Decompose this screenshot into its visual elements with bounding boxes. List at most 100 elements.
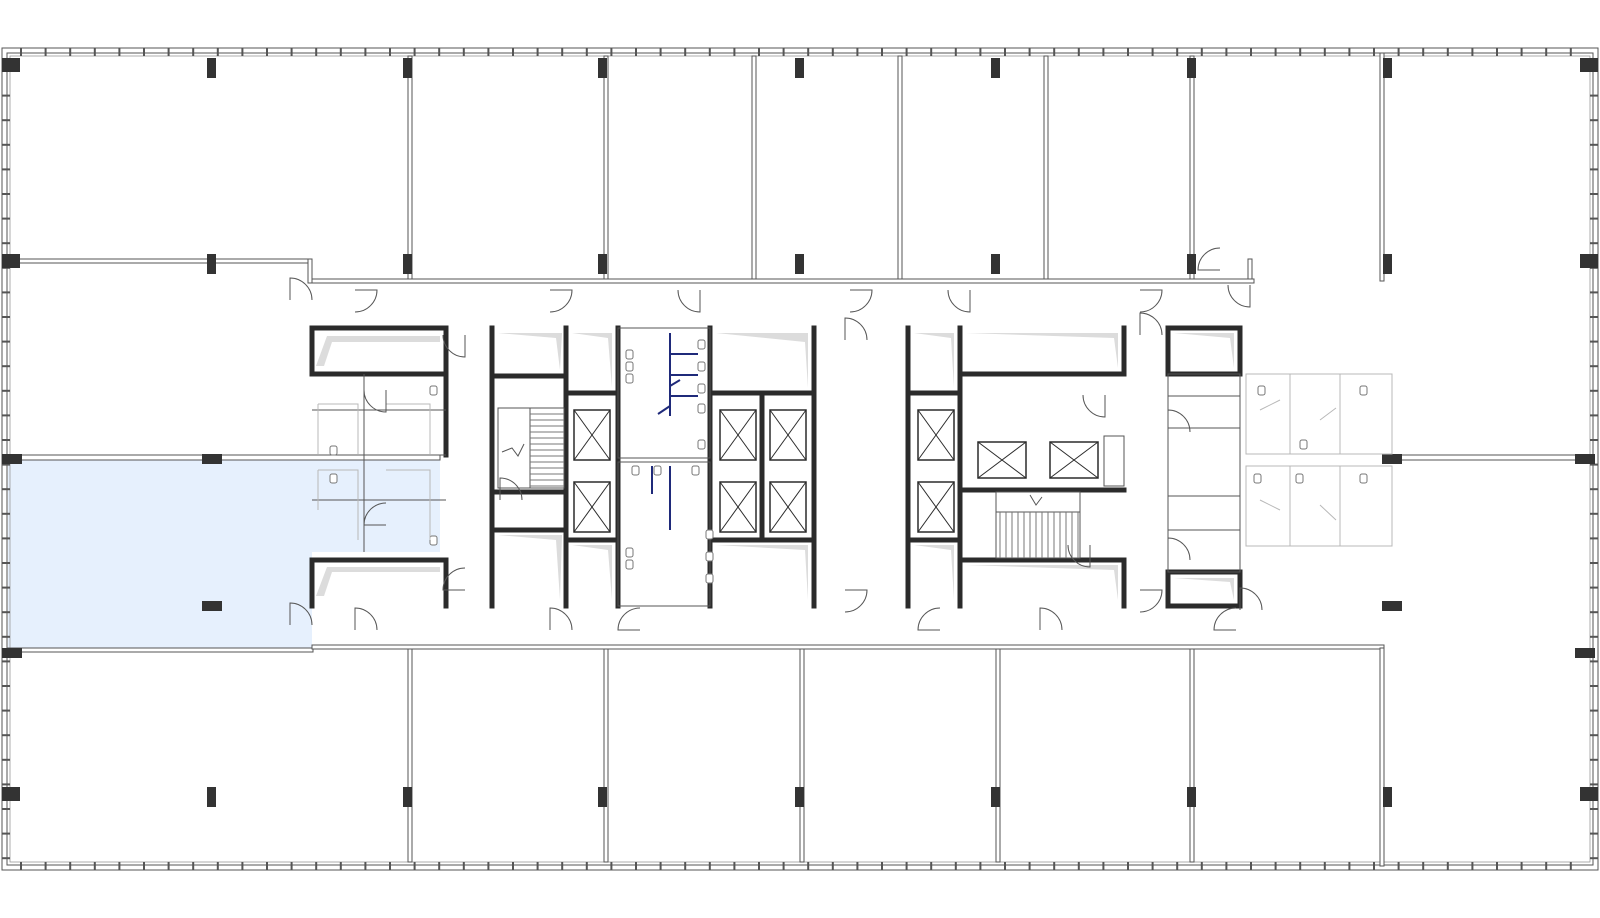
window-mullion bbox=[1028, 862, 1031, 870]
structural-column bbox=[1575, 648, 1595, 658]
toilet-fixture-icon bbox=[625, 373, 634, 384]
structural-column bbox=[795, 787, 804, 807]
structural-column bbox=[2, 787, 20, 801]
window-mullion bbox=[2, 193, 10, 195]
window-mullion bbox=[2, 389, 10, 392]
window-mullion bbox=[1590, 488, 1598, 491]
window-mullion bbox=[462, 48, 465, 56]
structural-column bbox=[1383, 254, 1392, 274]
structural-column bbox=[202, 454, 222, 464]
window-mullion bbox=[2, 463, 10, 466]
window-mullion bbox=[69, 862, 72, 870]
window-mullion bbox=[1127, 48, 1129, 56]
window-mullion bbox=[1590, 389, 1598, 392]
window-mullion bbox=[1151, 862, 1154, 870]
window-mullion bbox=[389, 48, 391, 56]
stair-treads-icon bbox=[995, 491, 1081, 559]
toilet-fixture-icon bbox=[625, 361, 634, 372]
window-mullion bbox=[2, 242, 10, 245]
window-mullion bbox=[635, 48, 637, 56]
door-swing-icon bbox=[1139, 289, 1163, 313]
window-mullion bbox=[241, 862, 244, 870]
window-mullion bbox=[954, 48, 957, 56]
window-mullion bbox=[512, 862, 514, 870]
window-mullion bbox=[1496, 862, 1498, 870]
window-mullion bbox=[1471, 48, 1474, 56]
window-mullion bbox=[1077, 48, 1080, 56]
window-mullion bbox=[290, 48, 293, 56]
window-mullion bbox=[487, 862, 490, 870]
window-mullion bbox=[856, 48, 859, 56]
window-mullion bbox=[807, 48, 810, 56]
window-mullion bbox=[1590, 660, 1598, 663]
window-mullion bbox=[1590, 512, 1598, 515]
toilet-fixture-icon bbox=[1359, 473, 1368, 484]
door-swing-icon bbox=[1139, 312, 1163, 336]
door-swing-icon bbox=[1227, 284, 1251, 308]
window-mullion bbox=[1590, 758, 1598, 761]
structural-column bbox=[403, 254, 412, 274]
window-mullion bbox=[1323, 862, 1326, 870]
structural-column bbox=[598, 254, 607, 274]
window-mullion bbox=[1151, 48, 1154, 56]
window-mullion bbox=[216, 48, 219, 56]
window-mullion bbox=[2, 562, 10, 564]
window-mullion bbox=[1590, 193, 1598, 195]
structural-column bbox=[403, 787, 412, 807]
window-mullion bbox=[1225, 48, 1228, 56]
structural-column bbox=[207, 787, 216, 807]
window-mullion bbox=[2, 611, 10, 614]
window-mullion bbox=[2, 685, 10, 687]
window-mullion bbox=[241, 48, 244, 56]
window-mullion bbox=[1446, 48, 1449, 56]
highlighted-office-unit[interactable] bbox=[8, 455, 440, 648]
elevator-cross-box-icons bbox=[573, 409, 1099, 533]
window-mullion bbox=[487, 48, 490, 56]
structural-column bbox=[1580, 787, 1598, 801]
office-partition bbox=[1189, 648, 1195, 863]
window-mullion bbox=[2, 635, 10, 638]
window-mullion bbox=[1590, 291, 1598, 294]
window-mullion bbox=[1590, 463, 1598, 466]
bottom-office-partitions bbox=[407, 648, 1195, 863]
window-mullion bbox=[1397, 862, 1400, 870]
elevator-cross-box-icon bbox=[917, 481, 955, 533]
door-swing-icon bbox=[1039, 607, 1063, 631]
window-mullion bbox=[1323, 48, 1326, 56]
window-mullion bbox=[881, 862, 883, 870]
window-mullion bbox=[167, 862, 170, 870]
structural-column bbox=[795, 58, 804, 78]
window-mullion bbox=[118, 862, 121, 870]
door-swing-icon bbox=[617, 607, 641, 631]
window-mullion bbox=[1053, 48, 1056, 56]
window-mullion bbox=[44, 862, 47, 870]
window-mullion bbox=[758, 48, 760, 56]
window-mullion bbox=[1590, 685, 1598, 687]
toilet-fixture-icon bbox=[429, 385, 438, 396]
office-partition bbox=[603, 55, 609, 280]
elevator-cross-box-icon bbox=[769, 481, 807, 533]
window-mullion bbox=[561, 48, 564, 56]
structural-column bbox=[207, 58, 216, 78]
window-mullion bbox=[733, 862, 736, 870]
window-mullion bbox=[1520, 862, 1523, 870]
window-mullion bbox=[905, 862, 908, 870]
window-mullion bbox=[807, 862, 810, 870]
window-mullion bbox=[1590, 832, 1598, 835]
window-mullion bbox=[2, 783, 10, 786]
window-mullion bbox=[143, 862, 145, 870]
toilet-fixture-icon bbox=[691, 465, 700, 476]
window-mullion bbox=[1545, 48, 1548, 56]
window-mullion bbox=[536, 48, 539, 56]
window-mullion bbox=[2, 660, 10, 663]
window-mullion bbox=[339, 48, 342, 56]
structural-column bbox=[207, 254, 216, 274]
window-mullion bbox=[610, 48, 613, 56]
door-swing-icon bbox=[947, 289, 971, 313]
structural-column bbox=[2, 254, 20, 268]
office-partition bbox=[751, 55, 757, 280]
elevator-cross-box-icon bbox=[1049, 441, 1099, 479]
window-mullion bbox=[1373, 48, 1375, 56]
window-mullion bbox=[315, 48, 318, 56]
